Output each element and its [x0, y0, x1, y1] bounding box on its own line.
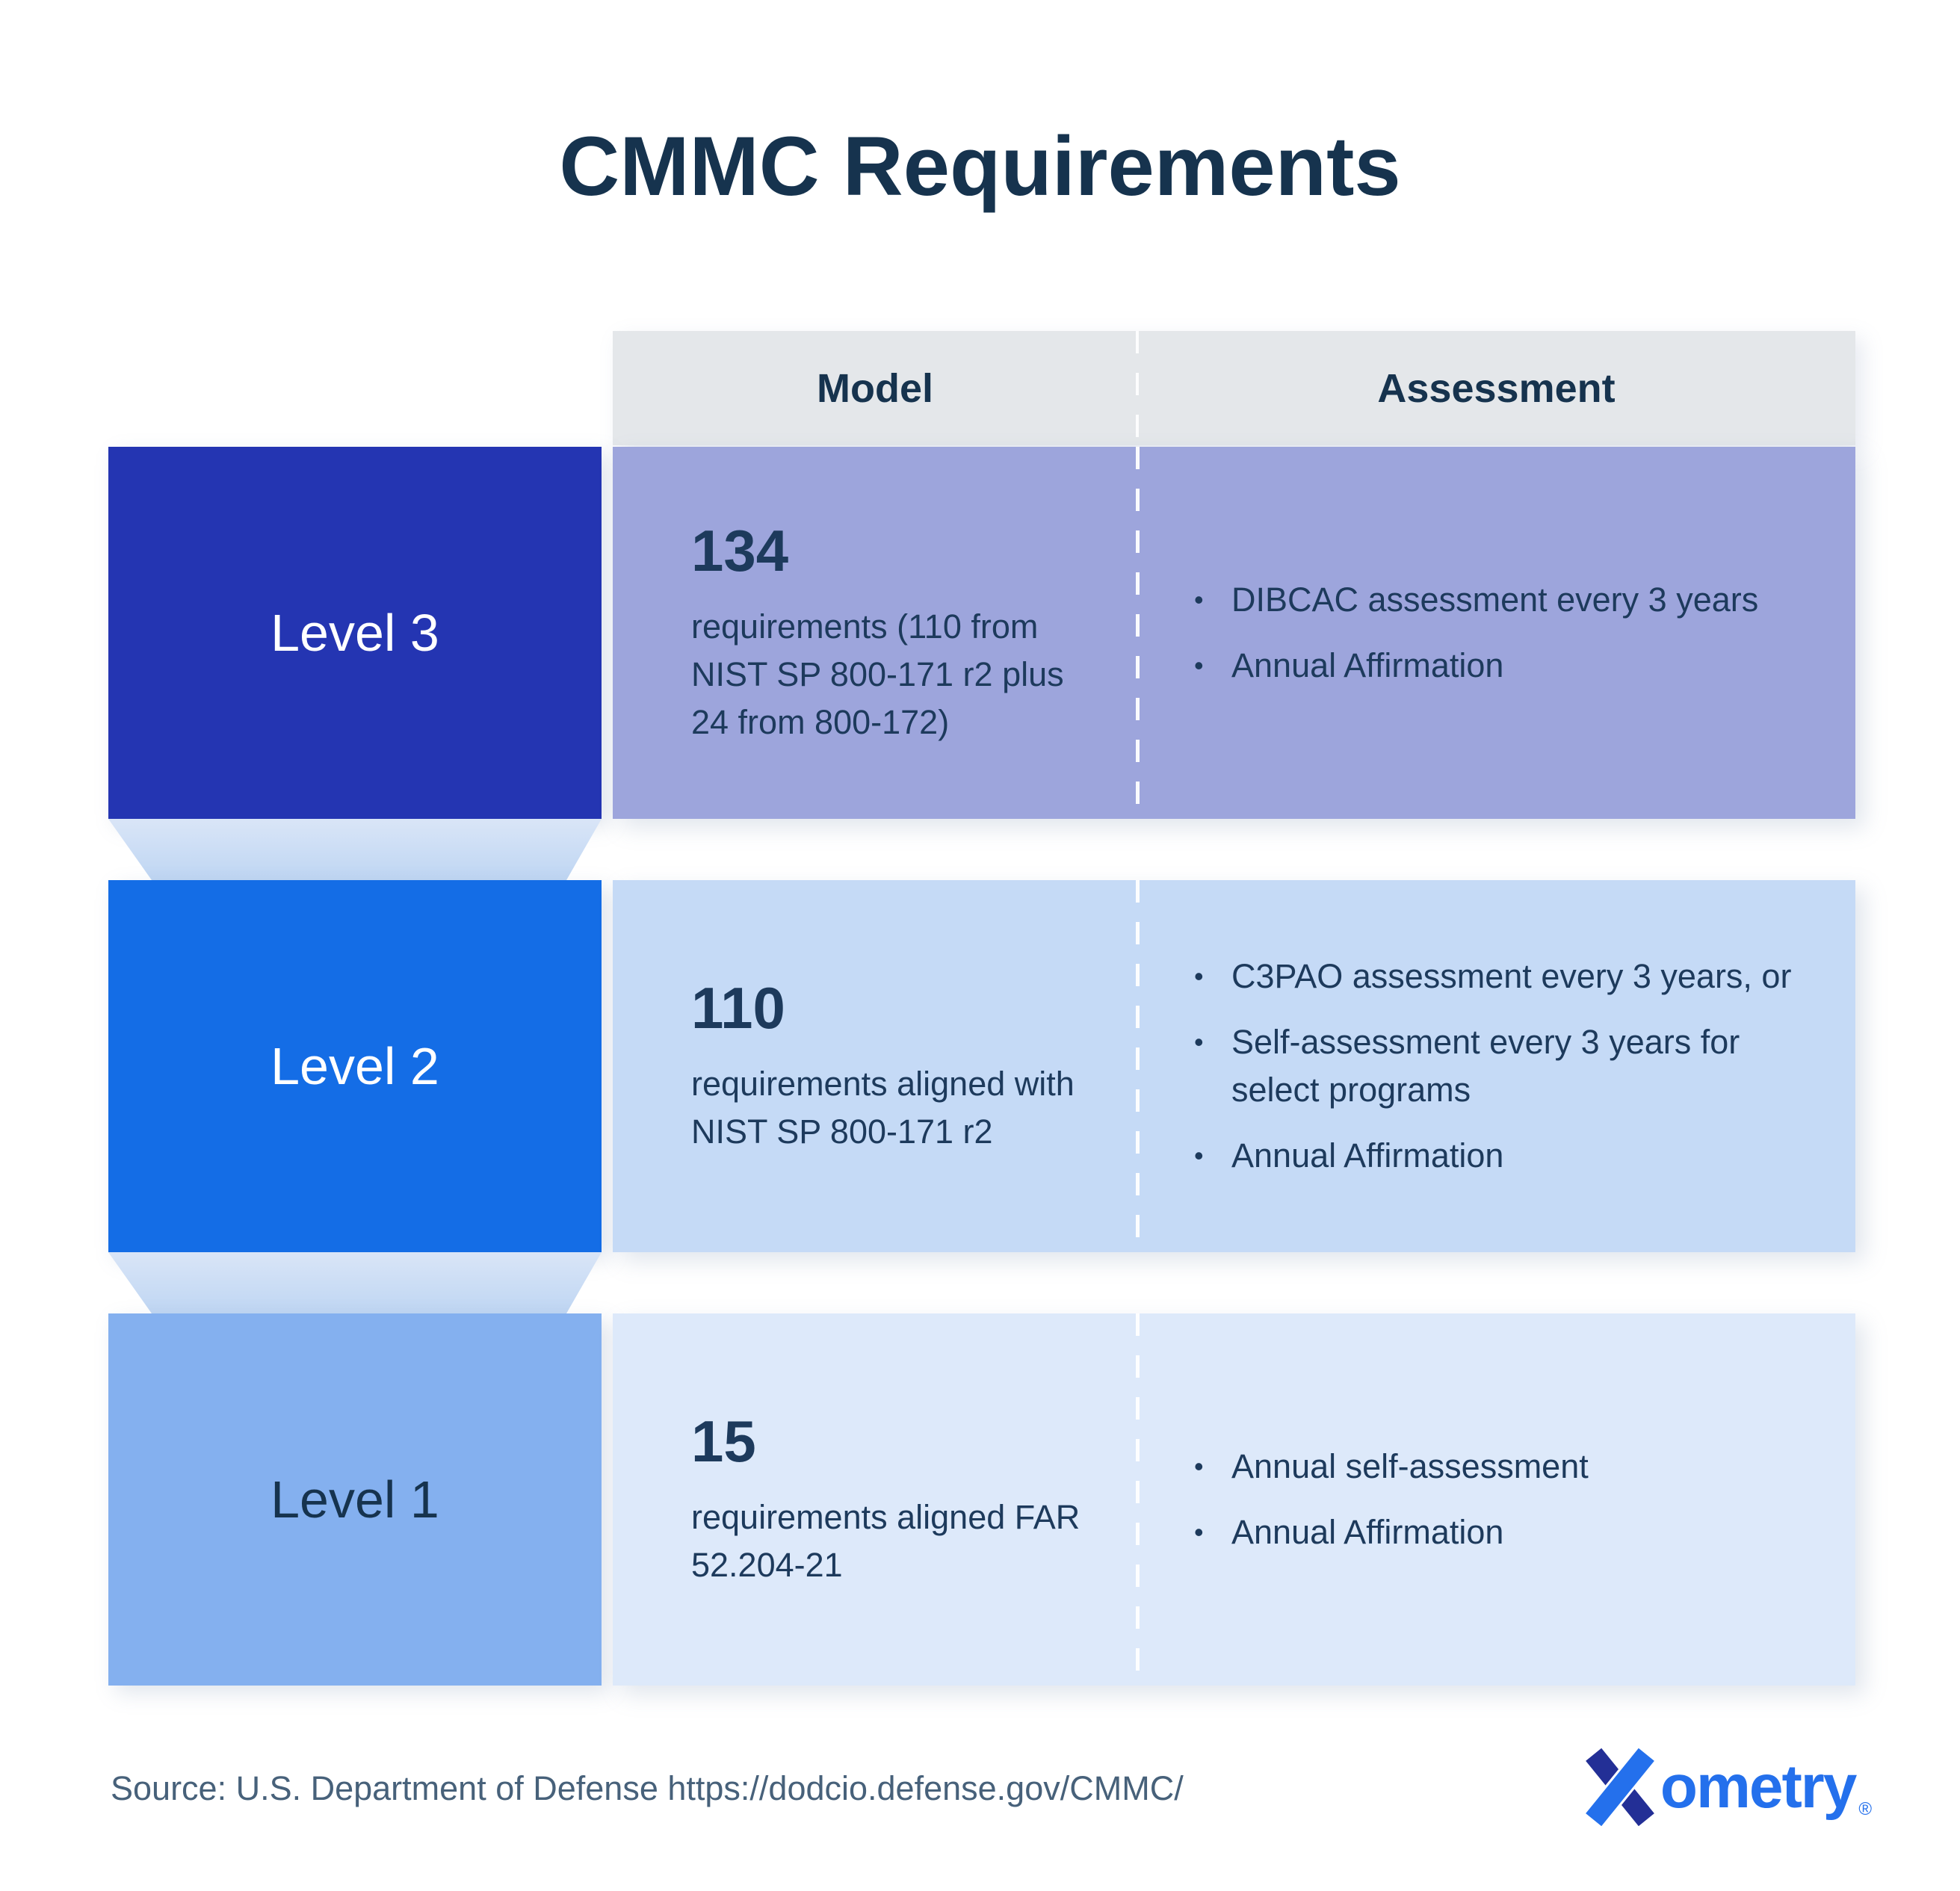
bullet-icon: •	[1194, 1027, 1204, 1058]
level-2-row: Level 2 110 requirements aligned with NI…	[0, 880, 1960, 1252]
model-description: requirements (110 from NIST SP 800-171 r…	[691, 607, 1064, 741]
level-1-badge: Level 1	[108, 1313, 602, 1686]
model-number: 110	[691, 975, 785, 1042]
column-header-assessment: Assessment	[1377, 365, 1616, 411]
model-description: requirements aligned FAR 52.204-21	[691, 1498, 1081, 1584]
level-3-assessment-cell: • DIBCAC assessment every 3 years • Annu…	[1137, 447, 1855, 819]
xometry-x-icon	[1583, 1748, 1657, 1826]
level-1-assessment-cell: • Annual self-assessment • Annual Affirm…	[1137, 1313, 1855, 1686]
column-divider	[1136, 1313, 1140, 1686]
level-1-model-cell: 15 requirements aligned FAR 52.204-21	[613, 1313, 1137, 1686]
assessment-item: • Annual self-assessment	[1194, 1443, 1803, 1491]
bullet-icon: •	[1194, 1517, 1204, 1547]
level-2-badge: Level 2	[108, 880, 602, 1252]
xometry-logo: ometry ®	[1581, 1747, 1872, 1827]
level-2-model-cell: 110 requirements aligned with NIST SP 80…	[613, 880, 1137, 1252]
xometry-wordmark: ometry	[1660, 1753, 1857, 1821]
source-note: Source: U.S. Department of Defense https…	[111, 1769, 1184, 1807]
assessment-text: C3PAO assessment every 3 years, or	[1231, 957, 1792, 996]
bullet-icon: •	[1194, 584, 1204, 615]
assessment-text: Annual self-assessment	[1231, 1447, 1589, 1485]
funnel-connector	[108, 819, 602, 880]
bullet-icon: •	[1194, 961, 1204, 992]
level-3-badge: Level 3	[108, 447, 602, 819]
column-header-model: Model	[817, 365, 933, 411]
assessment-text: Annual Affirmation	[1231, 1136, 1504, 1174]
column-divider	[1136, 331, 1139, 445]
assessment-item: • Annual Affirmation	[1194, 1132, 1803, 1180]
assessment-text: Annual Affirmation	[1231, 1513, 1504, 1551]
level-3-row: Level 3 134 requirements (110 from NIST …	[0, 447, 1960, 819]
level-2-content: 110 requirements aligned with NIST SP 80…	[613, 880, 1855, 1252]
level-1-row: Level 1 15 requirements aligned FAR 52.2…	[0, 1313, 1960, 1686]
column-divider	[1136, 880, 1140, 1252]
assessment-text: Self-assessment every 3 years for select…	[1231, 1023, 1740, 1109]
level-3-model-cell: 134 requirements (110 from NIST SP 800-1…	[613, 447, 1137, 819]
bullet-icon: •	[1194, 1139, 1204, 1171]
assessment-item: • Annual Affirmation	[1194, 1508, 1803, 1556]
model-number: 134	[691, 518, 789, 584]
registered-mark-icon: ®	[1858, 1799, 1872, 1819]
assessment-item: • DIBCAC assessment every 3 years	[1194, 576, 1803, 624]
page-title: CMMC Requirements	[559, 120, 1401, 213]
level-2-assessment-cell: • C3PAO assessment every 3 years, or • S…	[1137, 880, 1855, 1252]
model-description: requirements aligned with NIST SP 800-17…	[691, 1065, 1075, 1151]
assessment-item: • C3PAO assessment every 3 years, or	[1194, 953, 1803, 1000]
column-divider	[1136, 447, 1140, 819]
funnel-connector	[108, 1252, 602, 1313]
assessment-text: Annual Affirmation	[1231, 646, 1504, 684]
level-1-content: 15 requirements aligned FAR 52.204-21 • …	[613, 1313, 1855, 1686]
bullet-icon: •	[1194, 1451, 1204, 1482]
assessment-text: DIBCAC assessment every 3 years	[1231, 581, 1759, 619]
table-header: Model Assessment	[613, 331, 1855, 445]
level-3-content: 134 requirements (110 from NIST SP 800-1…	[613, 447, 1855, 819]
model-number: 15	[691, 1408, 756, 1475]
assessment-item: • Self-assessment every 3 years for sele…	[1194, 1018, 1803, 1114]
bullet-icon: •	[1194, 650, 1204, 681]
assessment-item: • Annual Affirmation	[1194, 642, 1803, 690]
